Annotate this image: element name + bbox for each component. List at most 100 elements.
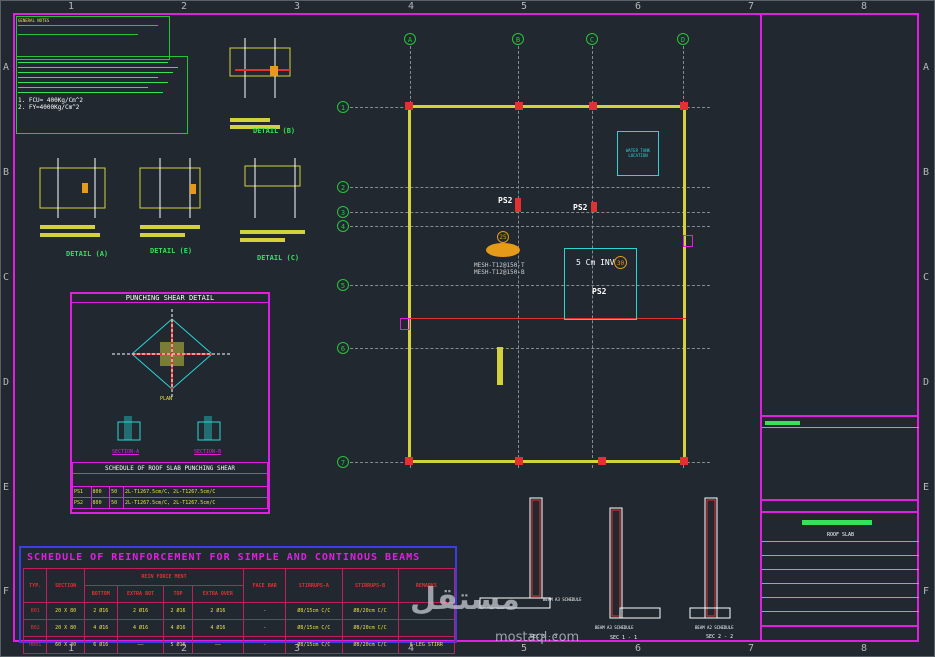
- cell: 6-LEG STIRR: [397, 636, 456, 654]
- cell: 6 Ø16: [83, 636, 118, 654]
- gridline: [350, 187, 710, 188]
- col-stirrups-a: STIRRUPS-A: [285, 568, 343, 603]
- grid-col-a: A: [404, 33, 416, 45]
- section-1-1-label: SEC 1 - 1: [610, 635, 638, 641]
- punching-schedule-title: SCHEDULE OF ROOF SLAB PUNCHING SHEAR: [72, 462, 268, 474]
- col-section: SECTION: [46, 568, 85, 603]
- title-block-line: [762, 541, 919, 542]
- column-marker: [515, 198, 521, 212]
- cell: Ø8/20cm C/C: [341, 619, 399, 637]
- cell: 20 X 80: [46, 602, 85, 620]
- beam: [410, 460, 686, 463]
- cell: 2 Ø16: [191, 602, 245, 620]
- cell: 4 Ø16: [116, 619, 165, 637]
- title-block-line: [762, 427, 919, 428]
- ruler-col-5: 5: [521, 1, 528, 12]
- column-marker: [680, 102, 688, 110]
- notes-line: [18, 67, 178, 68]
- ps-a: 800: [90, 497, 111, 509]
- cell: Ø8/15cm C/C: [285, 602, 343, 620]
- title-block-line: [762, 583, 919, 584]
- punching-shear-schedule: SCHEDULE OF ROOF SLAB PUNCHING SHEAR PS1…: [72, 462, 268, 509]
- punching-header-row: [72, 473, 268, 487]
- ps-id: PS2: [72, 497, 92, 509]
- gridline: [350, 285, 710, 286]
- notes-line: [18, 72, 173, 73]
- ruler-right-row-c: C: [923, 272, 930, 283]
- detail-c-graphic: [240, 158, 305, 242]
- ruler-right-row-f: F: [923, 586, 930, 597]
- cell: HB01: [22, 636, 48, 654]
- column-marker: [515, 102, 523, 110]
- fcu-note: 1. FCU= 400Kg/Cm^2: [18, 97, 84, 104]
- ruler-right-row-b: B: [923, 167, 930, 178]
- notes-line: [18, 25, 158, 31]
- cell: -: [243, 602, 287, 620]
- column-marker: [591, 202, 597, 212]
- table-row: B01 20 X 80 2 Ø16 2 Ø16 2 Ø16 2 Ø16 - Ø8…: [22, 602, 456, 620]
- ruler-bottom-col-7: 7: [748, 643, 755, 654]
- watermark-arabic: مستقل: [410, 582, 520, 617]
- detail-c-label: DETAIL (C): [257, 254, 300, 262]
- cell: 2 Ø16: [83, 602, 118, 620]
- title-block-line: [762, 555, 919, 556]
- notes-line: [18, 82, 168, 83]
- cell: -: [243, 636, 287, 654]
- grid-row-2: 2: [337, 181, 349, 193]
- detail-b-graphic: [229, 38, 291, 129]
- grid-row-1: 1: [337, 101, 349, 113]
- opening-marker: [683, 235, 693, 247]
- column-marker: [589, 102, 597, 110]
- drawing-inner-frame: [13, 13, 919, 642]
- column-marker: [598, 457, 606, 465]
- cell: 2 Ø16: [116, 602, 165, 620]
- column-marker: [515, 457, 523, 465]
- ps2-label: PS2: [573, 203, 588, 212]
- table-header-row: TYP. SECTION REIN FORCE MENT FACE BAR ST…: [22, 568, 456, 603]
- grid-col-b: B: [512, 33, 524, 45]
- punching-shear-title: PUNCHING SHEAR DETAIL: [72, 294, 268, 303]
- mesh-bottom-label: MESH-T12@150-B: [474, 269, 525, 276]
- section-3-3-label: SEC 3 - 3: [530, 634, 558, 640]
- notes-line: [18, 34, 138, 40]
- stair-opening: [497, 347, 503, 385]
- ruler-bottom-col-5: 5: [521, 643, 528, 654]
- beam-schedule-label: BEAM A3 SCHEDULE: [595, 625, 634, 630]
- ruler-row-b: B: [3, 167, 10, 178]
- ruler-col-2: 2: [181, 1, 188, 12]
- cell: 4 Ø16: [191, 619, 245, 637]
- ps2-label: PS2: [498, 196, 513, 205]
- cell: Ø8/20cm C/C: [341, 636, 399, 654]
- col-group-reinforcement: REIN FORCE MENT: [83, 568, 245, 586]
- reinforcement-schedule: SCHEDULE OF REINFORCEMENT FOR SIMPLE AND…: [19, 546, 457, 654]
- cell: 5 Ø16: [163, 636, 193, 654]
- opening-marker: [400, 318, 410, 330]
- schedule-table: TYP. SECTION REIN FORCE MENT FACE BAR ST…: [22, 568, 456, 654]
- gridline: [592, 46, 593, 468]
- title-block-divider: [762, 499, 919, 501]
- inverted-slab-label: 5 Cm INV: [576, 258, 615, 267]
- detail-a-label: DETAIL (A): [66, 250, 109, 258]
- beam: [410, 105, 686, 108]
- title-block-mark: [802, 520, 872, 525]
- ps-a: 800: [90, 486, 111, 498]
- ruler-right-row-a: A: [923, 62, 930, 73]
- mesh-top-label: MESH-T12@150-T: [474, 262, 525, 269]
- materials-notes-block: 1. FCU= 400Kg/Cm^2 2. FY=4000Kg/Cm^2: [16, 56, 188, 134]
- sheet-title: ROOF SLAB: [826, 532, 855, 538]
- title-block-divider: [762, 511, 919, 513]
- cell: 4 Ø16: [163, 619, 193, 637]
- cell: -: [243, 619, 287, 637]
- punching-shear-panel: PUNCHING SHEAR DETAIL PLAN SECTION-A SEC…: [70, 292, 270, 514]
- cell: B02: [22, 619, 48, 637]
- detail-e-label: DETAIL (E): [150, 247, 193, 255]
- punching-shear-graphic: [112, 309, 232, 441]
- col-top: TOP: [163, 585, 193, 603]
- gridline: [350, 212, 710, 213]
- grid-col-c: C: [586, 33, 598, 45]
- cell: ——: [191, 636, 245, 654]
- cell: 20 X 80: [46, 619, 85, 637]
- col-remarks: REMARKS: [397, 568, 456, 603]
- cell: [397, 619, 456, 637]
- col-extra-bot: EXTRA BOT: [116, 585, 165, 603]
